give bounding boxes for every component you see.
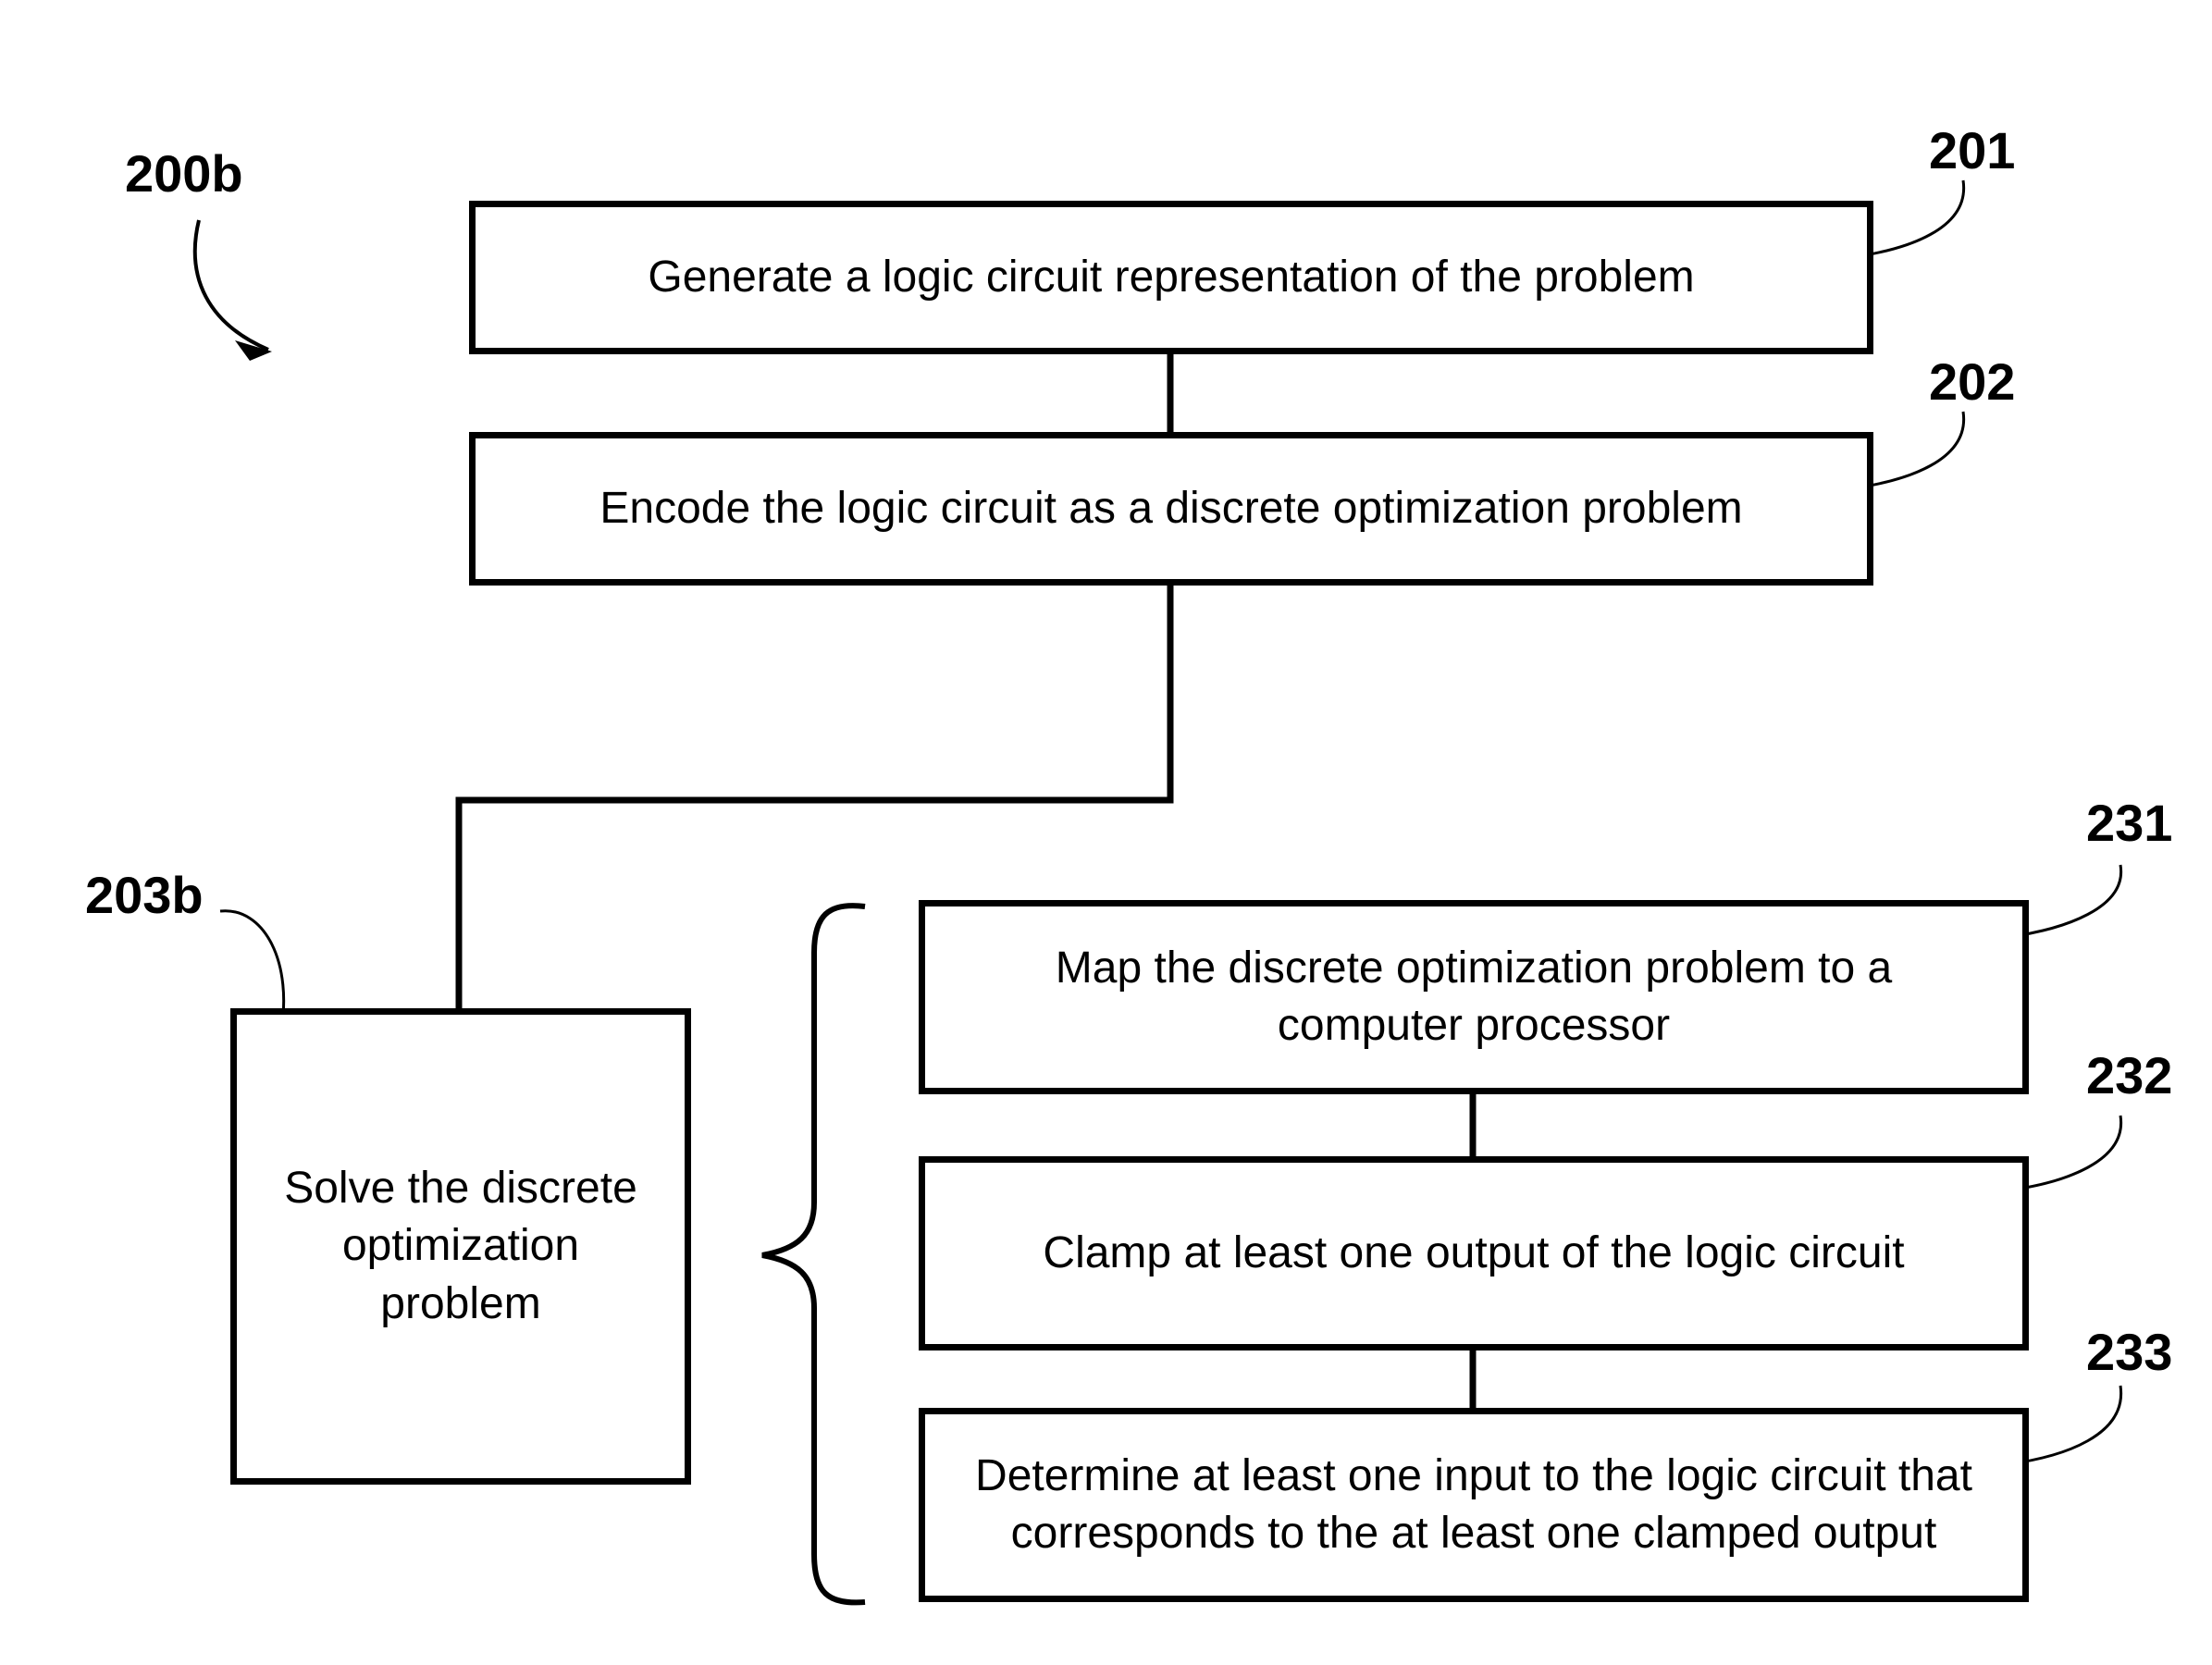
step-233-box: Determine at least one input to the logi… — [919, 1408, 2029, 1602]
step-203b-text: Solve the discrete optimization problem — [274, 1160, 648, 1333]
step-233-text: Determine at least one input to the logi… — [944, 1448, 2004, 1563]
step-231-text: Map the discrete optimization problem to… — [962, 940, 1985, 1055]
step-232-box: Clamp at least one output of the logic c… — [919, 1156, 2029, 1350]
curly-brace — [762, 906, 865, 1602]
step-202-text: Encode the logic circuit as a discrete o… — [599, 480, 1742, 537]
ref-231: 231 — [2086, 797, 2172, 849]
step-201-box: Generate a logic circuit representation … — [469, 201, 1873, 354]
figure-label-arrow — [195, 220, 268, 350]
ref-232: 232 — [2086, 1050, 2172, 1102]
step-203b-box: Solve the discrete optimization problem — [230, 1008, 691, 1485]
ref-203b: 203b — [85, 870, 204, 921]
step-201-text: Generate a logic circuit representation … — [648, 249, 1694, 306]
step-231-box: Map the discrete optimization problem to… — [919, 900, 2029, 1094]
ref-202: 202 — [1929, 356, 2015, 408]
step-202-box: Encode the logic circuit as a discrete o… — [469, 432, 1873, 586]
ref-201: 201 — [1929, 125, 2015, 177]
ref-233: 233 — [2086, 1326, 2172, 1378]
figure-label: 200b — [125, 148, 243, 200]
step-232-text: Clamp at least one output of the logic c… — [1043, 1225, 1904, 1282]
